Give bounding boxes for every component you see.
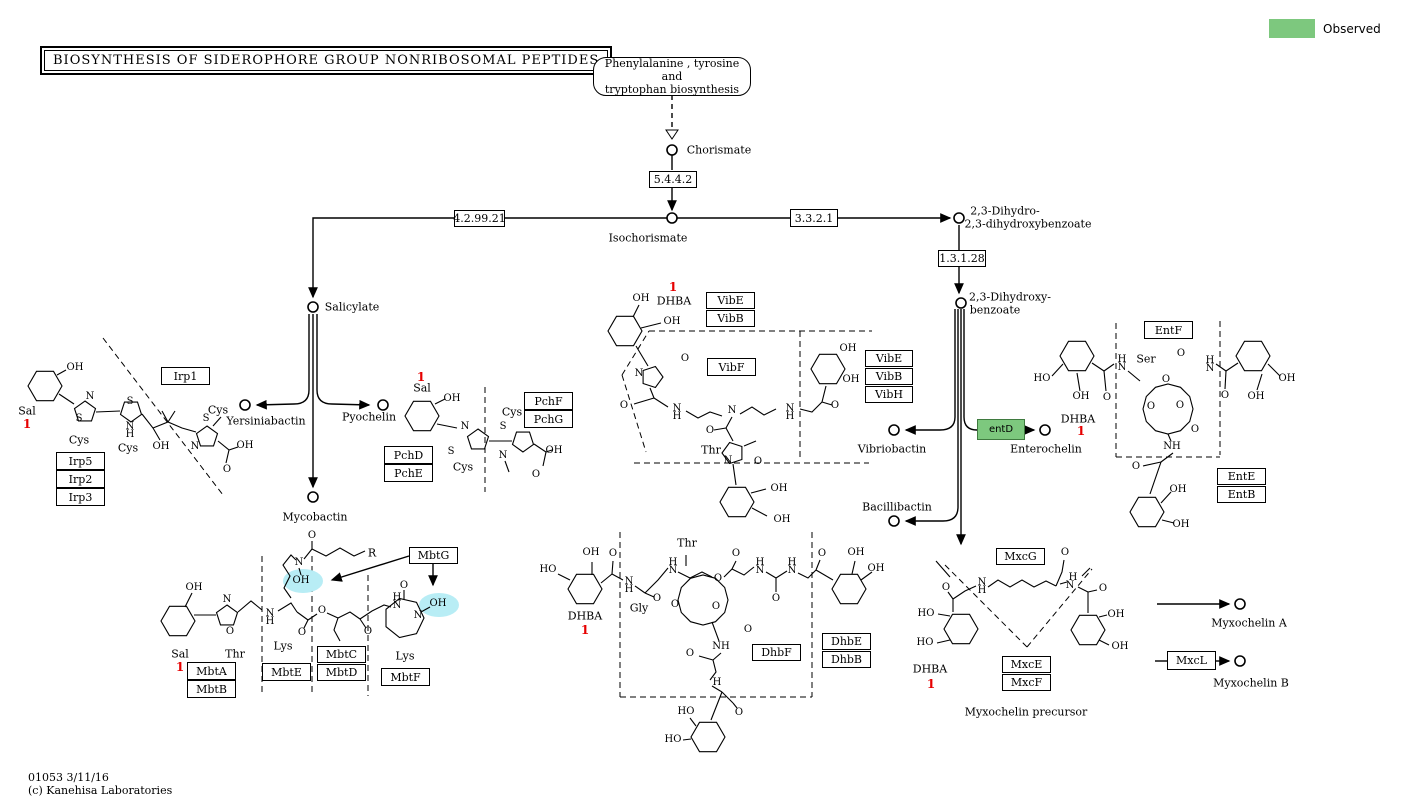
compound-nodes [239, 144, 1246, 667]
box-mbtf[interactable]: MbtF [381, 668, 430, 686]
compound-isochorismate[interactable] [666, 212, 678, 224]
module-divider-lines [102, 321, 1221, 698]
open-arrowhead [665, 129, 679, 140]
compound-dihydro-dihydroxybenzoate[interactable] [953, 212, 965, 224]
box-pchg[interactable]: PchG [524, 410, 573, 428]
chemical-structures [27, 304, 1281, 753]
box-vibf[interactable]: VibF [707, 358, 756, 376]
box-irp1[interactable]: Irp1 [161, 367, 210, 385]
box-vibe[interactable]: VibE [706, 292, 755, 309]
box-ente[interactable]: EntE [1217, 468, 1266, 485]
box-vibh[interactable]: VibH [865, 386, 913, 403]
compound-mycobactin[interactable] [307, 491, 319, 503]
box-mbtg[interactable]: MbtG [409, 547, 458, 564]
box-vibb[interactable]: VibB [706, 310, 755, 327]
pathway-link-line2: tryptophan biosynthesis [604, 83, 740, 97]
pathway-link-line1: Phenylalanine , tyrosine and [604, 56, 740, 83]
compound-myxochelin-b[interactable] [1234, 655, 1246, 667]
box-pchf[interactable]: PchF [524, 392, 573, 410]
highlight-ellipses [283, 569, 459, 617]
copyright: (c) Kanehisa Laboratories [28, 784, 173, 798]
box-entb[interactable]: EntB [1217, 486, 1266, 503]
box-dhbb[interactable]: DhbB [822, 651, 871, 668]
compound-enterochelin[interactable] [1039, 424, 1051, 436]
box-mbtc[interactable]: MbtC [317, 646, 366, 663]
box-ec-5-4-4-2[interactable]: 5.4.4.2 [649, 171, 697, 188]
box-ec-4-2-99-21[interactable]: 4.2.99.21 [453, 210, 506, 227]
compound-yersiniabactin[interactable] [239, 399, 251, 411]
box-dhbf[interactable]: DhbF [752, 644, 801, 661]
box-mbtd[interactable]: MbtD [317, 664, 366, 681]
legend: Observed [1269, 19, 1381, 38]
compound-myxochelin-a[interactable] [1234, 598, 1246, 610]
box-pche[interactable]: PchE [384, 464, 433, 482]
box-ec-3-3-2-1[interactable]: 3.3.2.1 [790, 209, 838, 227]
reaction-arrows [255, 95, 1231, 666]
box-vibb2[interactable]: VibB [865, 368, 913, 385]
box-entf[interactable]: EntF [1144, 321, 1193, 339]
box-mbta[interactable]: MbtA [187, 662, 236, 680]
box-pchd[interactable]: PchD [384, 446, 433, 464]
compound-vibriobactin[interactable] [888, 424, 900, 436]
compound-dihydroxybenzoate[interactable] [955, 297, 967, 309]
legend-label: Observed [1323, 21, 1381, 36]
compound-salicylate[interactable] [307, 301, 319, 313]
box-mxcf[interactable]: MxcF [1002, 674, 1051, 691]
map-footer: 01053 3/11/16 (c) Kanehisa Laboratories [28, 771, 172, 797]
box-irp2[interactable]: Irp2 [56, 470, 105, 488]
box-irp3[interactable]: Irp3 [56, 488, 105, 506]
box-mbte[interactable]: MbtE [262, 663, 311, 681]
box-mbtb[interactable]: MbtB [187, 680, 236, 698]
box-irp5[interactable]: Irp5 [56, 452, 105, 470]
box-mxce[interactable]: MxcE [1002, 656, 1051, 673]
box-mxcg[interactable]: MxcG [996, 548, 1045, 565]
map-title: BIOSYNTHESIS OF SIDEROPHORE GROUP NONRIB… [44, 50, 609, 71]
box-mxcl[interactable]: MxcL [1167, 651, 1216, 670]
box-dhbe[interactable]: DhbE [822, 633, 871, 650]
compound-bacillibactin[interactable] [888, 515, 900, 527]
box-ec-1-3-1-28[interactable]: 1.3.1.28 [938, 250, 986, 267]
observed-color-swatch [1269, 19, 1315, 38]
map-id-date: 01053 3/11/16 [28, 771, 109, 784]
box-vibe2[interactable]: VibE [865, 350, 913, 367]
map-title-box: BIOSYNTHESIS OF SIDEROPHORE GROUP NONRIB… [40, 46, 613, 75]
compound-chorismate[interactable] [666, 144, 678, 156]
pathway-link-phe-tyr-trp-biosynthesis[interactable]: Phenylalanine , tyrosine and tryptophan … [593, 57, 751, 96]
compound-pyochelin[interactable] [377, 399, 389, 411]
box-entd[interactable]: entD [977, 419, 1025, 440]
